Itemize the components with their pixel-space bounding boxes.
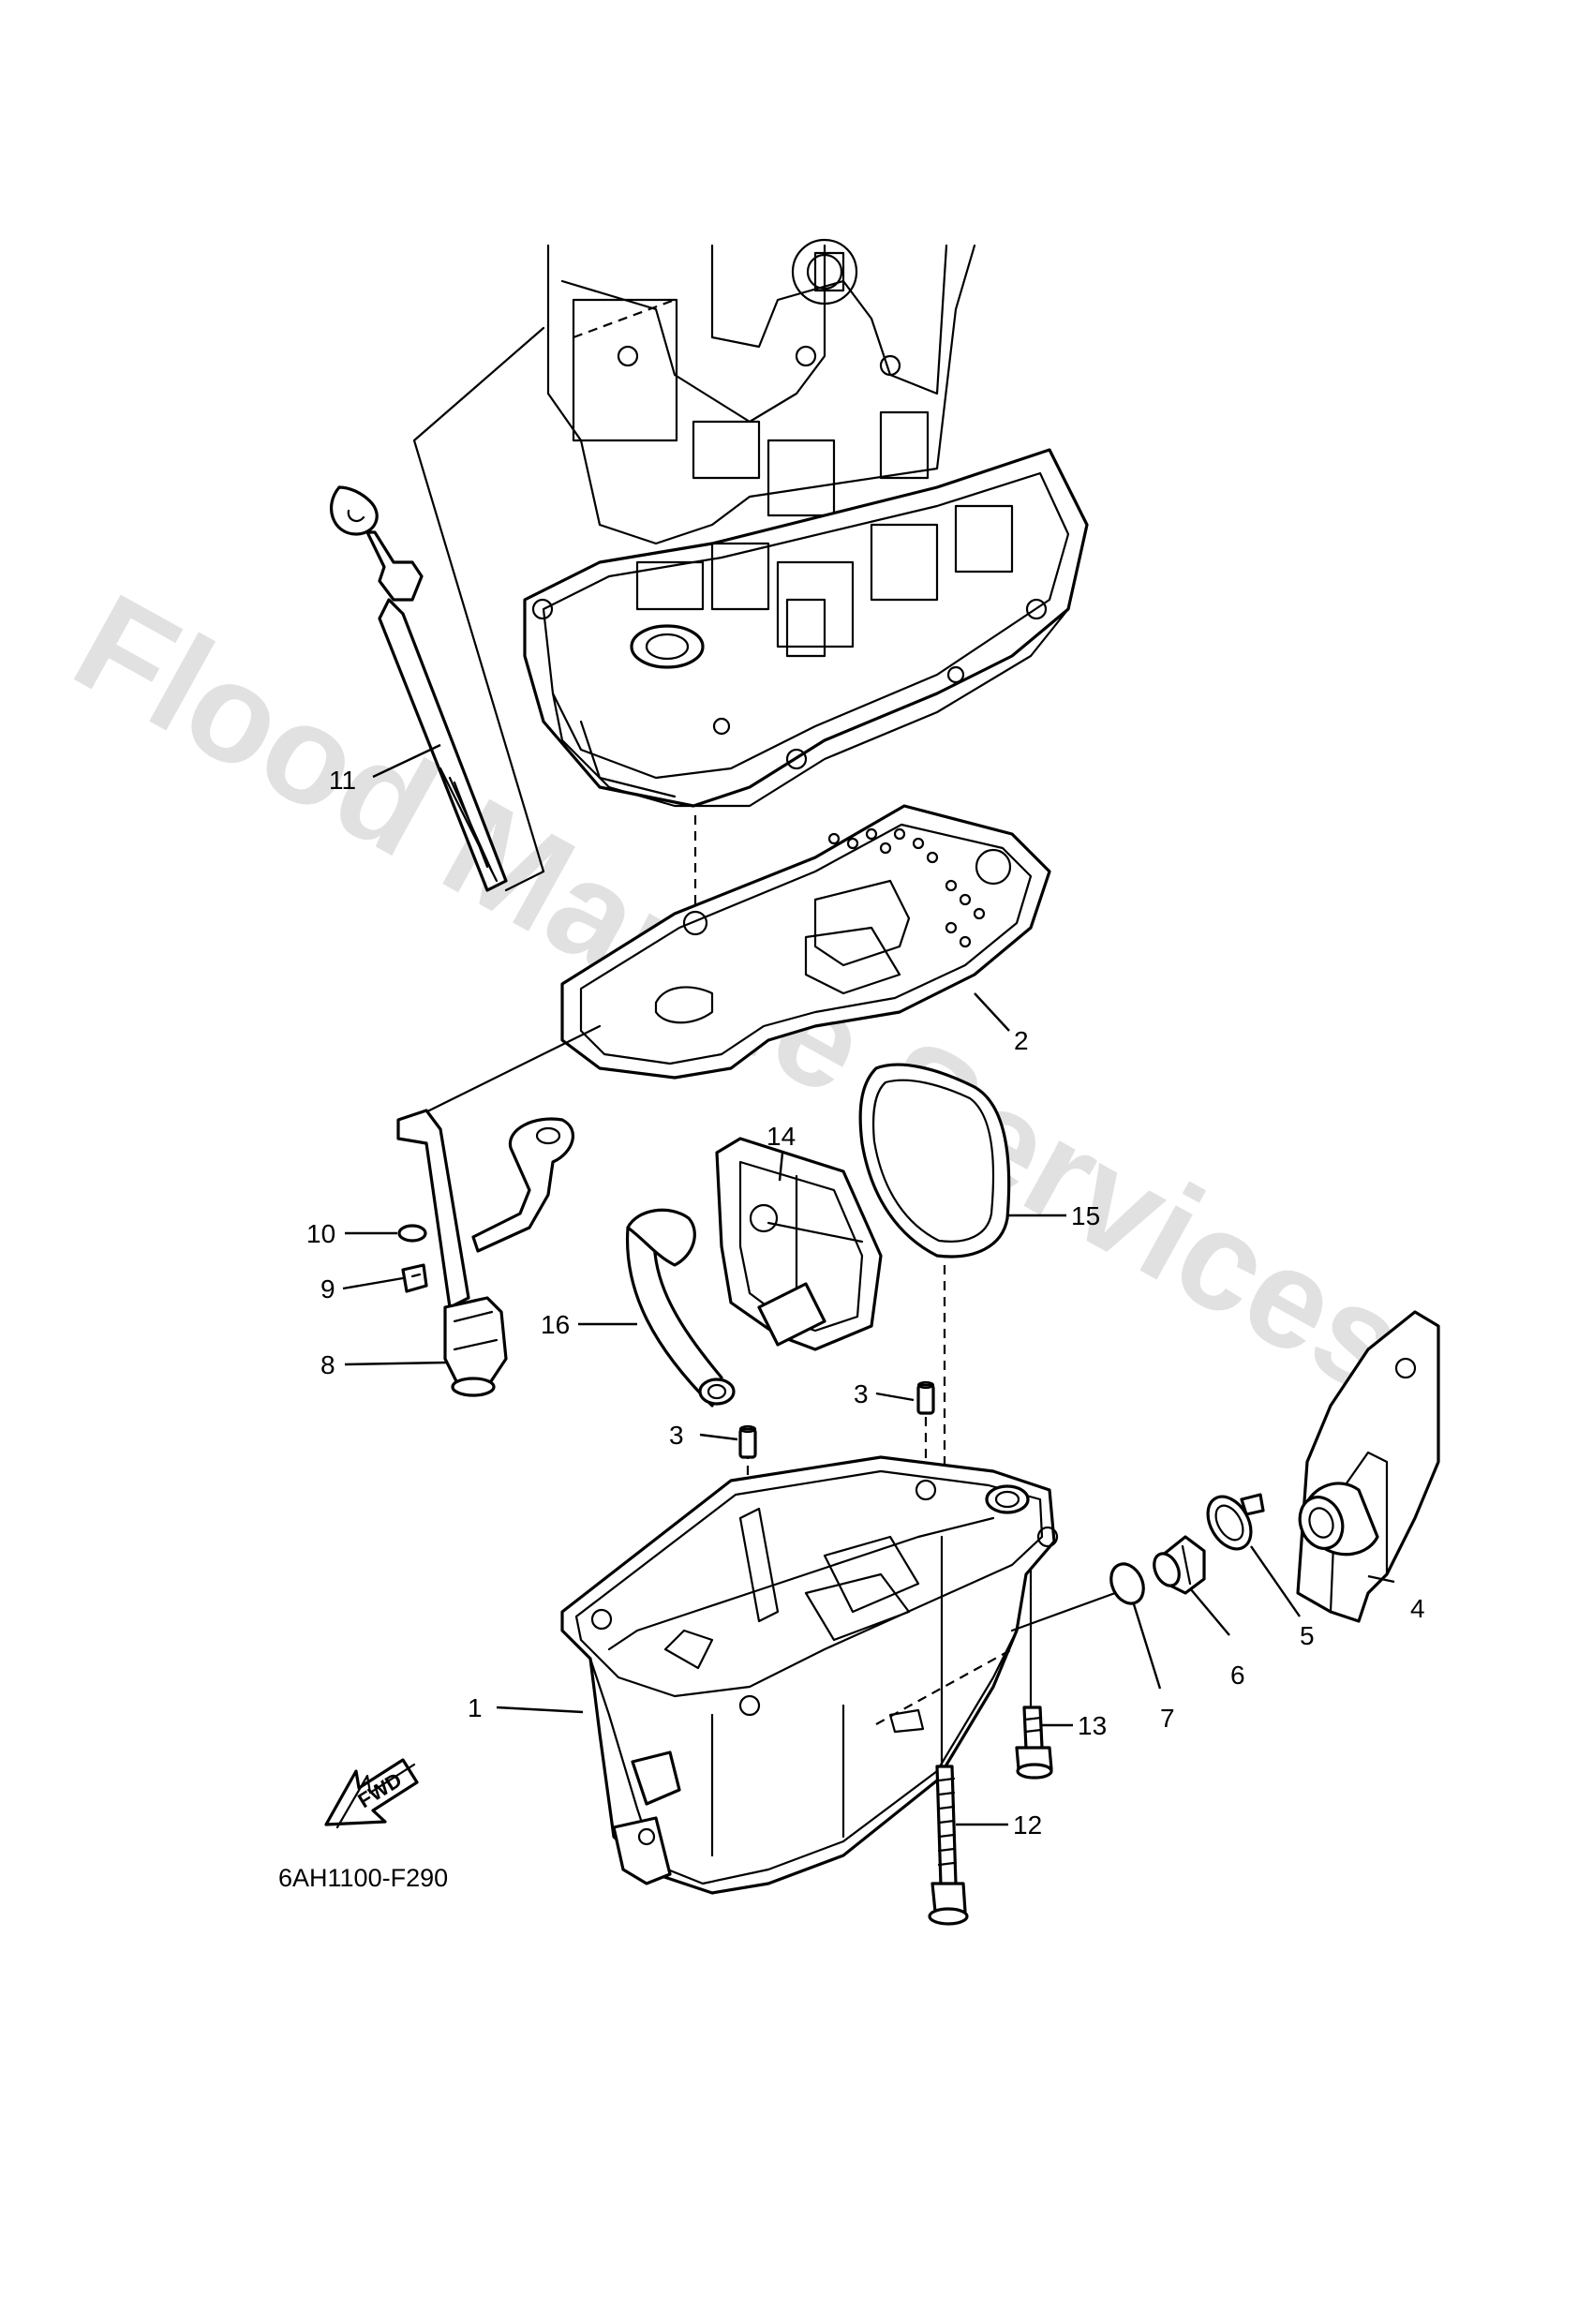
drain-plug bbox=[1153, 1535, 1206, 1595]
leader-4 bbox=[1367, 1574, 1395, 1584]
leader-11 bbox=[372, 743, 441, 779]
leader-7 bbox=[1132, 1603, 1162, 1690]
short-bolt bbox=[1015, 1568, 1053, 1780]
callout-4: 4 bbox=[1410, 1594, 1425, 1623]
bolt-9 bbox=[401, 1263, 428, 1293]
filter-screen bbox=[715, 1137, 883, 1351]
callout-7: 7 bbox=[1160, 1704, 1175, 1733]
dowel-pin-left bbox=[738, 1424, 757, 1459]
gasket-holes bbox=[827, 827, 986, 948]
callout-16: 16 bbox=[541, 1310, 570, 1339]
assembly-line-left bbox=[409, 1024, 602, 1122]
callout-1: 1 bbox=[468, 1693, 483, 1722]
oil-strainer bbox=[396, 1109, 574, 1397]
callout-11: 11 bbox=[329, 766, 356, 795]
dipstick bbox=[330, 485, 508, 892]
hose bbox=[625, 1208, 736, 1408]
callout-6: 6 bbox=[1230, 1661, 1245, 1690]
callout-2: 2 bbox=[1014, 1026, 1029, 1055]
leader-2 bbox=[974, 992, 1010, 1032]
leader-3a bbox=[875, 1392, 915, 1402]
callout-14: 14 bbox=[767, 1122, 796, 1151]
mount-bracket bbox=[1296, 1310, 1440, 1623]
washer bbox=[397, 1224, 427, 1243]
leader-1 bbox=[496, 1706, 584, 1714]
callout-10: 10 bbox=[306, 1219, 335, 1248]
leader-6 bbox=[1189, 1587, 1230, 1636]
leader-lines bbox=[342, 743, 1395, 1826]
leader-9 bbox=[342, 1276, 404, 1290]
leader-14 bbox=[778, 1152, 784, 1182]
assembly-line-drain bbox=[1010, 1591, 1117, 1632]
long-bolt bbox=[928, 1535, 969, 1926]
engine-block bbox=[546, 238, 976, 545]
forward-arrow: FWD bbox=[324, 1758, 419, 1829]
callout-8: 8 bbox=[320, 1350, 335, 1379]
gasket bbox=[560, 804, 1051, 1080]
dowel-pin-right bbox=[916, 1380, 935, 1415]
seal bbox=[858, 1063, 1011, 1259]
callout-labels: 11 2 14 15 10 9 8 16 3 3 1 4 5 6 7 13 12 bbox=[306, 766, 1425, 1840]
callout-5: 5 bbox=[1300, 1621, 1315, 1650]
leader-5 bbox=[1250, 1545, 1301, 1617]
callout-15: 15 bbox=[1071, 1201, 1100, 1230]
drain-gasket bbox=[1109, 1562, 1145, 1605]
callout-3b: 3 bbox=[669, 1421, 684, 1450]
callout-13: 13 bbox=[1078, 1711, 1107, 1740]
oil-pan bbox=[560, 1455, 1059, 1895]
diagram-code: 6AH1100-F290 bbox=[278, 1864, 448, 1892]
callout-12: 12 bbox=[1013, 1810, 1042, 1840]
callout-9: 9 bbox=[320, 1274, 335, 1304]
leader-8 bbox=[344, 1361, 447, 1366]
clamp bbox=[1206, 1493, 1265, 1551]
dipstick-guide-line bbox=[412, 326, 545, 892]
callout-3a: 3 bbox=[854, 1379, 869, 1408]
leader-3b bbox=[699, 1433, 738, 1441]
upper-case bbox=[523, 448, 1089, 808]
